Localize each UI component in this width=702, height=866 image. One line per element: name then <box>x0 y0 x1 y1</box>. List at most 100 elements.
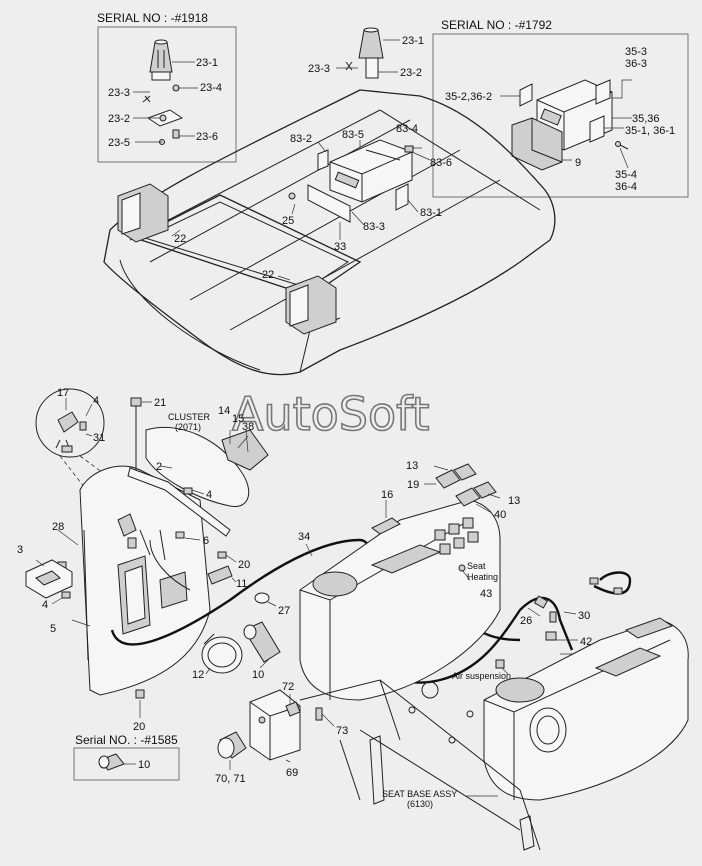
seat-heating-label-1: Seat <box>467 561 486 571</box>
callout: 83-1 <box>420 207 442 219</box>
callout: 17 <box>57 387 69 399</box>
serial-label-1585: Serial NO. : -#1585 <box>75 733 178 747</box>
callout: 20 <box>133 721 145 733</box>
callout: 73 <box>336 725 348 737</box>
callout: 22 <box>262 269 274 281</box>
cap-icon <box>254 592 270 604</box>
side-panel <box>79 465 211 696</box>
callout: 70, 71 <box>215 773 246 785</box>
callout: 83-3 <box>363 221 385 233</box>
serial-box-1585: Serial NO. : -#1585 10 <box>73 733 180 781</box>
seat-base-frame <box>299 679 541 851</box>
rotary-switch-icon <box>217 731 247 759</box>
serial-label-1792: SERIAL NO : -#1792 <box>441 18 552 32</box>
callout: 5 <box>50 623 56 635</box>
cluster-cover-icon <box>145 426 250 507</box>
cluster-code: (2071) <box>175 422 201 432</box>
callout: 4 <box>206 489 212 501</box>
callout: 2 <box>156 461 162 473</box>
bolt-73-icon <box>315 707 323 721</box>
callout: 40 <box>494 509 506 521</box>
callout: 34 <box>298 531 310 543</box>
callout: 11 <box>236 578 247 590</box>
callout: 14 <box>218 405 230 417</box>
callout: 4 <box>93 395 99 407</box>
seat-heating-label-2: Heating <box>467 572 498 582</box>
callout: 23-1 <box>402 35 424 47</box>
callout: 3 <box>17 544 23 556</box>
callout: 23-5 <box>108 137 130 149</box>
callout: 22 <box>174 233 186 245</box>
socket-small-icon <box>98 753 125 771</box>
callout: 69 <box>286 767 298 779</box>
callout: 23-2 <box>400 67 422 79</box>
callout: 23-3 <box>308 63 330 75</box>
air-suspension-label: Air suspension <box>452 671 511 681</box>
cigar-lighter-icon <box>207 565 233 585</box>
serial-box-1918: SERIAL NO : -#1918 23-1 23-3 23-4 23-2 2… <box>97 11 237 163</box>
seat-base-code: (6130) <box>407 799 433 809</box>
callout: 16 <box>381 489 393 501</box>
seat-base-label: SEAT BASE ASSY <box>382 789 457 799</box>
cluster-bracket-icon <box>127 467 231 537</box>
callout: 42 <box>580 636 592 648</box>
side-wire <box>593 571 632 595</box>
callout: 23-1 <box>196 57 218 69</box>
callout: 31 <box>93 432 105 444</box>
roof-radio-icon <box>329 139 413 203</box>
beacon-base-icon <box>142 84 184 145</box>
callout: 83-2 <box>290 133 312 145</box>
serial-box-1792: SERIAL NO : -#1792 35-3 36-3 35-2,36-2 3… <box>432 18 689 198</box>
hour-meter-icon <box>201 633 243 674</box>
callout: 12 <box>192 669 204 681</box>
mount-bracket-icon <box>25 559 73 599</box>
switch-panel-icon <box>435 463 497 507</box>
callout: 15 <box>232 413 244 425</box>
callout: 30 <box>578 610 590 622</box>
callout: 25 <box>282 215 294 227</box>
callout: 6 <box>203 535 209 547</box>
callout: 21 <box>154 397 166 409</box>
serial-label-1918: SERIAL NO : -#1918 <box>97 11 208 25</box>
console-left <box>299 499 501 701</box>
connector-72-icon <box>285 701 301 717</box>
work-lamp-rear-icon <box>285 275 337 335</box>
callout: 26 <box>520 615 532 627</box>
callout: 43 <box>480 588 492 600</box>
callout: 83-4 <box>396 123 418 135</box>
roof-bracket-icon <box>307 145 414 223</box>
callout: 36-4 <box>615 181 637 193</box>
callout: 38 <box>242 421 254 433</box>
callout: 35-1, 36-1 <box>625 125 675 137</box>
blank-cap-icon <box>371 517 401 535</box>
bracket-left-icon <box>519 83 533 107</box>
callout: 20 <box>238 559 250 571</box>
callout: 83-6 <box>430 157 452 169</box>
bracket-right-icon <box>589 79 611 143</box>
callout: 4 <box>42 599 48 611</box>
callout: 19 <box>407 479 419 491</box>
roof-beacon: 23-1 23-3 23-2 <box>308 27 424 79</box>
cab-roof <box>103 89 556 376</box>
watermark-text: AutoSoft <box>232 387 430 441</box>
console-right <box>483 617 689 801</box>
callout: 35,36 <box>632 113 660 125</box>
callout: 23-6 <box>196 131 218 143</box>
callout: 10 <box>252 669 264 681</box>
callout: 13 <box>406 460 418 472</box>
beacon-lamp-icon <box>149 39 173 81</box>
callout: 72 <box>282 681 294 693</box>
callout: 13 <box>508 495 520 507</box>
callout: 36-3 <box>625 58 647 70</box>
callout: 27 <box>278 605 290 617</box>
callout: 35-2,36-2 <box>445 91 492 103</box>
callout: 35-3 <box>625 46 647 58</box>
callout: 35-4 <box>615 169 637 181</box>
callout: 83-5 <box>342 129 364 141</box>
switch-bracket-icon <box>249 689 301 761</box>
callout: 28 <box>52 521 64 533</box>
cluster-gauge-icon <box>221 429 269 471</box>
callout: 23-4 <box>200 82 222 94</box>
callout: 9 <box>575 157 581 169</box>
